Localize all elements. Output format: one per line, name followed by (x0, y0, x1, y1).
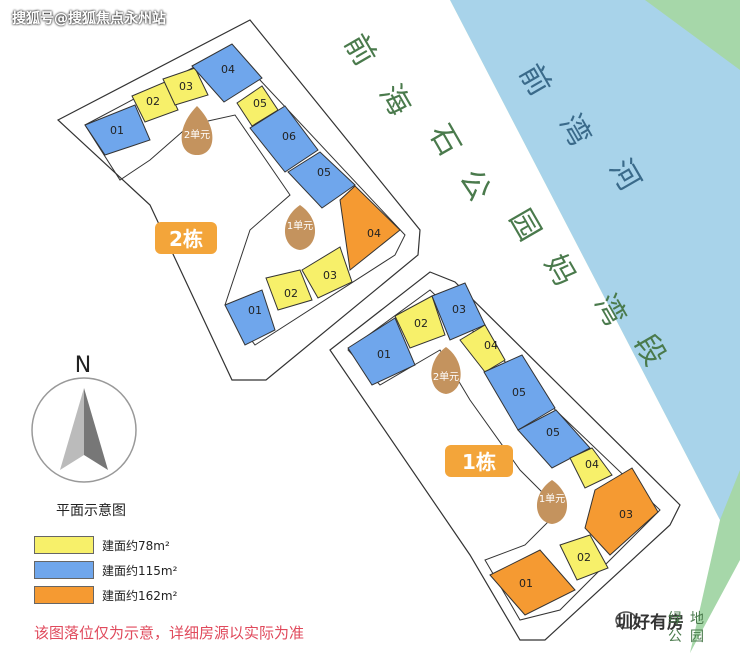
b2-label-03b: 03 (323, 269, 337, 282)
b2-label-05b: 05 (317, 166, 331, 179)
b2-unit-01[interactable] (84, 104, 151, 156)
legend-label: 建面约162m² (102, 588, 178, 603)
park-corner-char: 公 (668, 629, 682, 645)
b1-pin-unit1 (536, 480, 568, 524)
b2-unit-03b[interactable] (301, 246, 353, 299)
b2-label-03: 03 (179, 80, 193, 93)
compass-arrow-left (60, 388, 84, 470)
building2-badge-label: 2栋 (169, 227, 203, 251)
river-area (450, 0, 740, 520)
b2-pin-unit1 (284, 205, 316, 250)
b1-label-05a: 05 (512, 386, 526, 399)
legend-item-162: 建面约162m² (34, 586, 177, 604)
b2-label-02: 02 (146, 95, 160, 108)
building2-unit-labels: 01 02 03 04 05 06 05 04 03 02 01 (110, 63, 381, 317)
b1-pin-unit2-label: 2单元 (433, 371, 459, 383)
building1-badge (445, 445, 513, 477)
legend-item-78: 建面约78m² (34, 536, 170, 554)
b2-unit-02b[interactable] (265, 269, 313, 311)
legend-label: 建面约115m² (102, 563, 178, 578)
legend-swatch-orange (34, 586, 94, 604)
building2-units (84, 43, 401, 346)
building1-units (347, 282, 659, 616)
b1-unit-04a[interactable] (459, 324, 506, 373)
b1-label-05b: 05 (546, 426, 560, 439)
b2-pin-unit1-label: 1单元 (287, 220, 313, 232)
b1-unit-01a[interactable] (347, 317, 416, 386)
b2-label-01b: 01 (248, 304, 262, 317)
b2-unit-02[interactable] (131, 81, 179, 123)
b2-unit-01b[interactable] (224, 289, 276, 346)
b1-label-01b: 01 (519, 577, 533, 590)
legend-swatch-yellow (34, 536, 94, 554)
park-corner-char: 园 (690, 629, 704, 645)
park-corner-char: 绿 (668, 611, 682, 627)
legend-item-115: 建面约115m² (34, 561, 177, 579)
b2-unit-06[interactable] (249, 105, 319, 173)
b1-label-04b: 04 (585, 458, 599, 471)
b1-label-03b: 03 (619, 508, 633, 521)
b2-pin-unit2-label: 2单元 (184, 129, 210, 141)
b1-unit-02a[interactable] (394, 295, 446, 349)
b2-pin-unit2 (181, 106, 213, 155)
building1-pins: 2单元 1单元 (431, 347, 568, 524)
building2-badge (155, 222, 217, 254)
b2-label-04a: 04 (221, 63, 235, 76)
building1-unit-labels: 01 02 03 04 05 05 04 03 02 01 (377, 303, 633, 590)
b1-label-01a: 01 (377, 348, 391, 361)
b1-label-04a: 04 (484, 339, 498, 352)
b2-label-05a: 05 (253, 97, 267, 110)
disclaimer-note: 该图落位仅为示意，详细房源以实际为准 (34, 624, 305, 642)
b1-unit-03b[interactable] (584, 467, 659, 556)
b2-label-01: 01 (110, 124, 124, 137)
b1-unit-02b[interactable] (559, 534, 609, 581)
legend-label: 建面约78m² (102, 538, 170, 553)
building2-inner-outline (84, 47, 406, 346)
b1-unit-01b[interactable] (489, 549, 576, 616)
b1-label-03a: 03 (452, 303, 466, 316)
b1-unit-05a[interactable] (483, 354, 556, 431)
b2-unit-04a[interactable] (191, 43, 263, 103)
park-corner-char: 地 (690, 611, 704, 627)
b1-pin-unit2 (431, 347, 461, 394)
watermark: 搜狐号@搜狐焦点永州站 (12, 11, 166, 27)
legend-title: 平面示意图 (56, 503, 126, 519)
b2-label-06: 06 (282, 130, 296, 143)
b1-unit-04b[interactable] (569, 447, 613, 489)
b2-unit-03[interactable] (162, 67, 209, 106)
brand-label: 圳好有房 (616, 613, 684, 633)
building2-pins: 2单元 1单元 (181, 106, 316, 250)
legend-swatch-blue (34, 561, 94, 579)
b1-unit-05b[interactable] (517, 409, 591, 469)
compass-arrow-right (84, 388, 108, 470)
compass: N (31, 353, 137, 483)
b2-label-04b: 04 (367, 227, 381, 240)
b1-label-02b: 02 (577, 551, 591, 564)
park-bg-corner: 绿地 公园 (668, 610, 704, 646)
building1-badge-label: 1栋 (462, 450, 496, 474)
b2-unit-04b[interactable] (339, 185, 401, 271)
b2-unit-05b[interactable] (287, 151, 356, 209)
building1-inner-outline (347, 289, 661, 621)
b2-label-02b: 02 (284, 287, 298, 300)
b1-label-02a: 02 (414, 317, 428, 330)
compass-n: N (75, 353, 91, 378)
wechat-icon (615, 611, 637, 629)
b1-pin-unit1-label: 1单元 (539, 493, 565, 505)
